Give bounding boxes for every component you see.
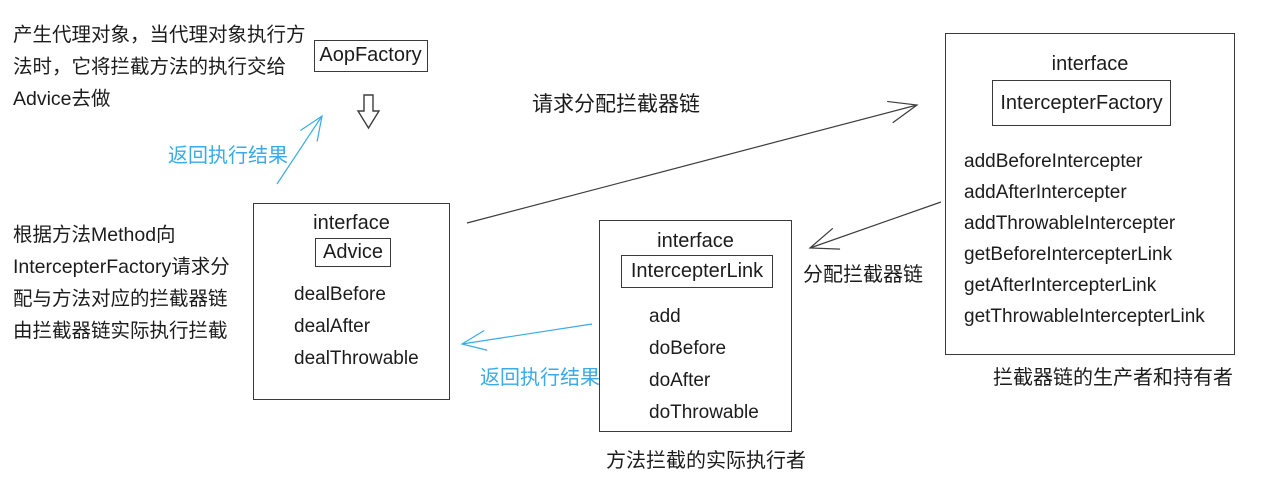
intercepter-link-stereotype: interface [657, 230, 734, 252]
intercepter-link-caption: 方法拦截的实际执行者 [606, 450, 806, 472]
advice-stereotype: interface [313, 212, 390, 234]
return-result-mid-arrow [460, 323, 593, 351]
intercepter-link-method: doAfter [649, 370, 711, 391]
advice-interface-box: interface Advice dealBefore dealAfter de… [253, 203, 450, 400]
return-result-mid-label: 返回执行结果 [480, 367, 600, 389]
intercepter-link-method: doBefore [649, 338, 727, 359]
intercepter-factory-caption: 拦截器链的生产者和持有者 [993, 367, 1233, 389]
method-note: 根据方法Method向 IntercepterFactory请求分 配与方法对应… [13, 224, 230, 342]
intercepter-link-interface-box: interface IntercepterLink add doBefore d… [599, 220, 792, 432]
intercepter-link-method: doThrowable [649, 402, 759, 423]
intercepter-factory-method: addThrowableIntercepter [964, 213, 1176, 234]
assign-chain-arrow [808, 201, 942, 250]
intercepter-link-name: IntercepterLink [621, 255, 773, 288]
intercepter-factory-method: getBeforeIntercepterLink [964, 244, 1173, 265]
aop-factory-box: AopFactory [314, 40, 428, 72]
intercepter-factory-method: getAfterIntercepterLink [964, 275, 1157, 296]
advice-method: dealAfter [294, 316, 371, 337]
return-result-top-label: 返回执行结果 [168, 145, 288, 167]
intercepter-link-methods: add doBefore doAfter doThrowable [649, 301, 759, 429]
advice-methods: dealBefore dealAfter dealThrowable [294, 279, 419, 375]
intercepter-factory-method: getThrowableIntercepterLink [964, 306, 1205, 327]
assign-chain-label: 分配拦截器链 [803, 264, 923, 286]
intercepter-factory-interface-box: interface IntercepterFactory addBeforeIn… [945, 33, 1235, 355]
advice-method: dealThrowable [294, 348, 419, 369]
flow-down-arrow-icon [356, 94, 381, 130]
intercepter-factory-method: addAfterIntercepter [964, 182, 1127, 203]
advice-method: dealBefore [294, 284, 386, 305]
intercepter-factory-method: addBeforeIntercepter [964, 151, 1143, 172]
request-chain-label: 请求分配拦截器链 [532, 93, 700, 116]
intercepter-factory-name: IntercepterFactory [992, 80, 1171, 126]
aop-factory-label: AopFactory [315, 41, 426, 70]
intercepter-factory-methods: addBeforeIntercepter addAfterIntercepter… [964, 146, 1205, 332]
advice-name: Advice [315, 238, 391, 267]
intercepter-factory-stereotype: interface [1051, 53, 1129, 75]
request-chain-arrow [466, 100, 919, 224]
intercepter-link-method: add [649, 306, 681, 327]
proxy-note: 产生代理对象，当代理对象执行方 法时，它将拦截方法的执行交给 Advice去做 [13, 24, 306, 110]
